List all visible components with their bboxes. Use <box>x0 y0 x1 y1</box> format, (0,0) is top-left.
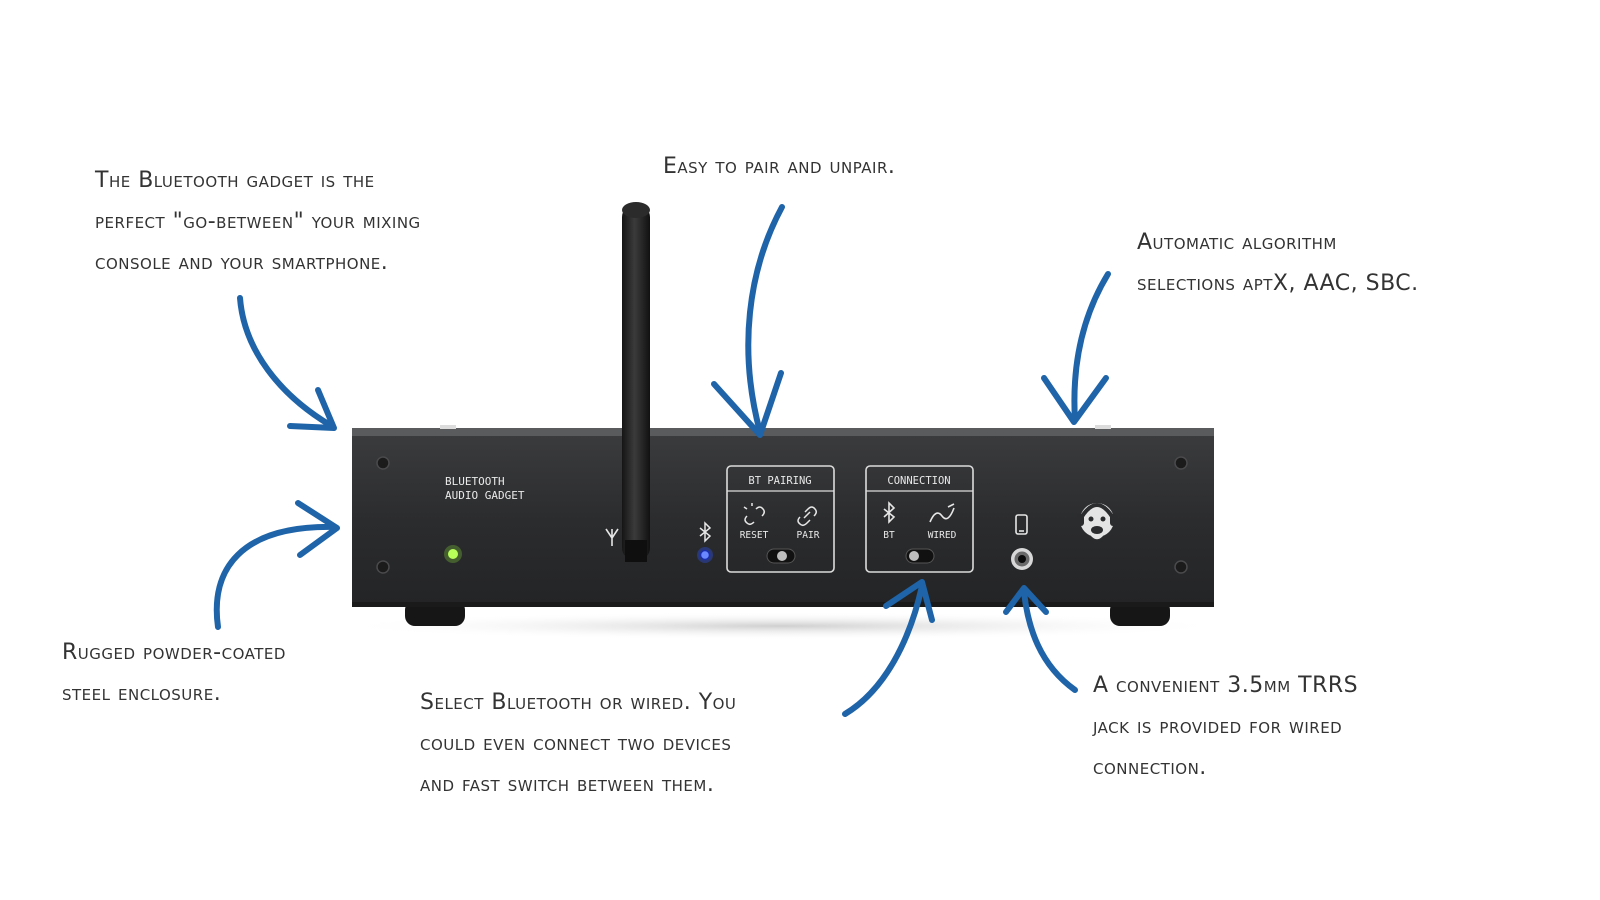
callout-line: connection. <box>1093 755 1207 780</box>
arrow-to-enclosure-top <box>237 295 337 431</box>
connection-switch[interactable] <box>905 548 935 564</box>
smartphone-icon <box>1015 514 1028 535</box>
power-led <box>448 549 458 559</box>
arrow-to-enclosure-side <box>213 500 340 630</box>
bluetooth-icon <box>699 521 712 543</box>
trrs-jack[interactable] <box>1011 548 1033 570</box>
callout-line: Easy to pair and unpair. <box>663 154 896 179</box>
callout-line: Rugged powder-coated <box>62 640 286 665</box>
callout-connection-select: Select Bluetooth or wired. You could eve… <box>420 682 736 805</box>
monkey-headphones-logo <box>1077 503 1117 541</box>
screw <box>1174 560 1188 574</box>
callout-enclosure: Rugged powder-coated steel enclosure. <box>62 632 286 714</box>
device-front-panel <box>352 436 1214 606</box>
device-brand-line2: AUDIO GADGET <box>445 489 525 502</box>
callout-line: could even connect two devices <box>420 731 732 756</box>
arrow-to-pairing <box>711 204 785 438</box>
device-shadow <box>332 612 1232 640</box>
bluetooth-icon <box>883 501 896 524</box>
arrow-to-codecs <box>1041 271 1111 425</box>
callout-line: jack is provided for wired <box>1093 714 1343 739</box>
callout-codecs: Automatic algorithm selections aptX, AAC… <box>1137 222 1419 304</box>
bt-pairing-title: BT PAIRING <box>748 475 811 487</box>
device-top-clip <box>440 425 456 429</box>
cable-icon <box>929 503 955 523</box>
callout-line: Select Bluetooth or wired. You <box>420 690 737 715</box>
callout-pairing: Easy to pair and unpair. <box>663 146 895 187</box>
unlink-icon <box>743 503 766 526</box>
device-brand-line1: BLUETOOTH <box>445 475 505 488</box>
screw <box>1174 456 1188 470</box>
connection-panel: CONNECTION BT WIRED <box>865 465 974 573</box>
link-icon <box>797 506 818 527</box>
callout-trrs-jack: A convenient 3.5mm TRRS jack is provided… <box>1093 665 1358 788</box>
callout-go-between: The Bluetooth gadget is the perfect "go-… <box>95 160 421 283</box>
connection-wired-label: WIRED <box>928 530 957 541</box>
callout-line: Automatic algorithm <box>1137 230 1337 255</box>
connection-bt-label: BT <box>883 530 895 541</box>
device-top-clip <box>1095 425 1111 429</box>
bt-pairing-panel: BT PAIRING RESET PAIR <box>726 465 835 573</box>
callout-line: and fast switch between them. <box>420 772 715 797</box>
screw <box>376 456 390 470</box>
arrow-to-connection <box>842 579 935 717</box>
callout-line: The Bluetooth gadget is the <box>95 168 375 193</box>
callout-line: console and your smartphone. <box>95 250 389 275</box>
screw <box>376 560 390 574</box>
device-bottom-edge <box>352 602 1214 607</box>
callout-line: steel enclosure. <box>62 681 222 706</box>
antenna-icon <box>605 528 619 546</box>
callout-line: perfect "go-between" your mixing <box>95 209 421 234</box>
callout-line: selections aptX, AAC, SBC. <box>1137 271 1419 296</box>
connection-title: CONNECTION <box>887 475 950 487</box>
antenna[interactable] <box>622 202 650 562</box>
pairing-switch[interactable] <box>766 548 796 564</box>
bt-led <box>699 549 711 561</box>
callout-line: A convenient 3.5mm TRRS <box>1093 673 1359 698</box>
pairing-reset-label: RESET <box>740 530 769 541</box>
pairing-pair-label: PAIR <box>797 530 820 541</box>
arrow-to-jack <box>1003 585 1078 693</box>
